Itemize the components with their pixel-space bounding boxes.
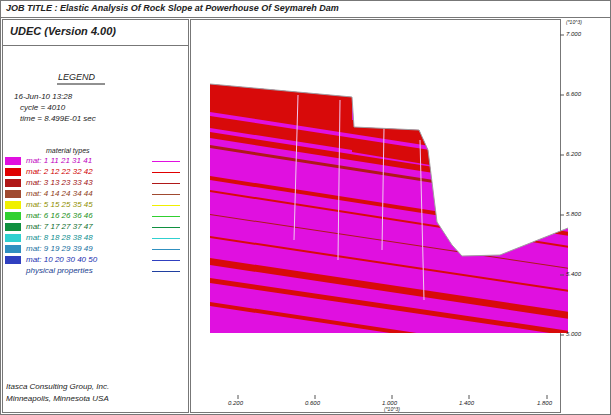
color-swatch	[5, 168, 21, 176]
y-tick: 6.600	[566, 91, 581, 97]
legend-entry: mat: 8 18 28 38 48	[26, 234, 93, 242]
plot-date: 16-Jun-10 13:28	[14, 93, 72, 101]
legend-entry: mat: 6 16 26 36 46	[26, 212, 93, 220]
color-swatch	[5, 245, 21, 253]
legend-entry: mat: 10 20 30 40 50	[26, 256, 97, 264]
vendor-address: Minneapolis, Minnesota USA	[6, 395, 109, 403]
y-tick: 7.000	[566, 31, 581, 37]
legend-entry: mat: 5 15 25 35 45	[26, 201, 93, 209]
line-sample	[152, 238, 180, 239]
y-tick: 5.800	[566, 211, 581, 217]
legend-entry: mat: 9 19 29 39 49	[26, 245, 93, 253]
x-tick: 1.400	[459, 400, 474, 406]
y-tick: 6.200	[566, 151, 581, 157]
vendor-name: Itasca Consulting Group, Inc.	[6, 383, 109, 391]
color-swatch	[5, 234, 21, 242]
line-sample	[152, 216, 180, 217]
x-tick: 1.000	[382, 400, 397, 406]
color-swatch	[5, 223, 21, 231]
line-sample	[152, 161, 180, 162]
y-tick: 5.400	[566, 271, 581, 277]
legend-subheading: material types	[46, 147, 90, 154]
legend-entry: mat: 3 13 23 33 43	[26, 179, 93, 187]
axis-multiplier: (*10^3)	[384, 407, 400, 412]
job-title: JOB TITLE : Elastic Analysis Of Rock Slo…	[6, 4, 339, 13]
legend-entry: mat: 7 17 27 37 47	[26, 223, 93, 231]
legend-entry: mat: 4 14 24 34 44	[26, 190, 93, 198]
color-swatch	[5, 190, 21, 198]
line-sample	[152, 183, 180, 184]
line-sample	[152, 249, 180, 250]
x-tick: 1.800	[537, 400, 552, 406]
legend-entry: mat: 1 11 21 31 41	[26, 157, 92, 165]
color-swatch	[5, 256, 21, 264]
time-value: time = 8.499E-01 sec	[20, 115, 96, 123]
line-sample	[152, 260, 180, 261]
color-swatch	[5, 201, 21, 209]
line-sample	[152, 205, 180, 206]
line-sample	[152, 271, 180, 272]
color-swatch	[5, 212, 21, 220]
y-tick: 5.000	[566, 331, 581, 337]
color-swatch	[5, 179, 21, 187]
axis-multiplier: (*10^3)	[566, 20, 582, 25]
color-swatch	[5, 157, 21, 165]
legend-entry: physical properties	[26, 267, 93, 275]
program-name: UDEC (Version 4.00)	[10, 26, 116, 37]
x-tick: 0.600	[305, 400, 320, 406]
line-sample	[152, 194, 180, 195]
x-tick: 0.200	[228, 400, 243, 406]
line-sample	[152, 172, 180, 173]
legend-heading: LEGEND	[58, 73, 95, 82]
legend-entry: mat: 2 12 22 32 42	[26, 168, 93, 176]
line-sample	[152, 227, 180, 228]
cycle-count: cycle = 4010	[20, 104, 65, 112]
